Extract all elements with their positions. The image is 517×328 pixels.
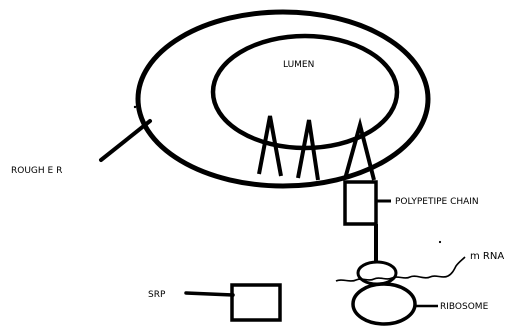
polypeptide-chain-box xyxy=(343,180,378,226)
label-lumen: LUMEN xyxy=(283,60,314,70)
srp-box xyxy=(230,283,282,322)
label-rough-er: ROUGH E R xyxy=(11,166,62,176)
rough-er-pointer xyxy=(99,119,152,162)
label-mrna: m RNA xyxy=(470,251,504,262)
label-polypeptide-chain: POLYPETIPE CHAIN xyxy=(395,197,479,207)
er-outer-membrane xyxy=(135,9,431,189)
translocon-spike-1 xyxy=(257,115,283,177)
ribosome-small-subunit xyxy=(356,260,398,286)
ribosome-large-subunit xyxy=(351,282,417,326)
srp-pointer xyxy=(184,291,235,297)
membrane-dot xyxy=(133,105,137,109)
translocon-spike-3 xyxy=(343,117,376,181)
label-ribosome: RIBOSOME xyxy=(440,302,489,312)
translocon-spike-2 xyxy=(296,119,320,181)
label-srp: SRP xyxy=(148,290,166,300)
mrna-dot xyxy=(438,240,442,244)
mrna-strand xyxy=(335,256,466,282)
